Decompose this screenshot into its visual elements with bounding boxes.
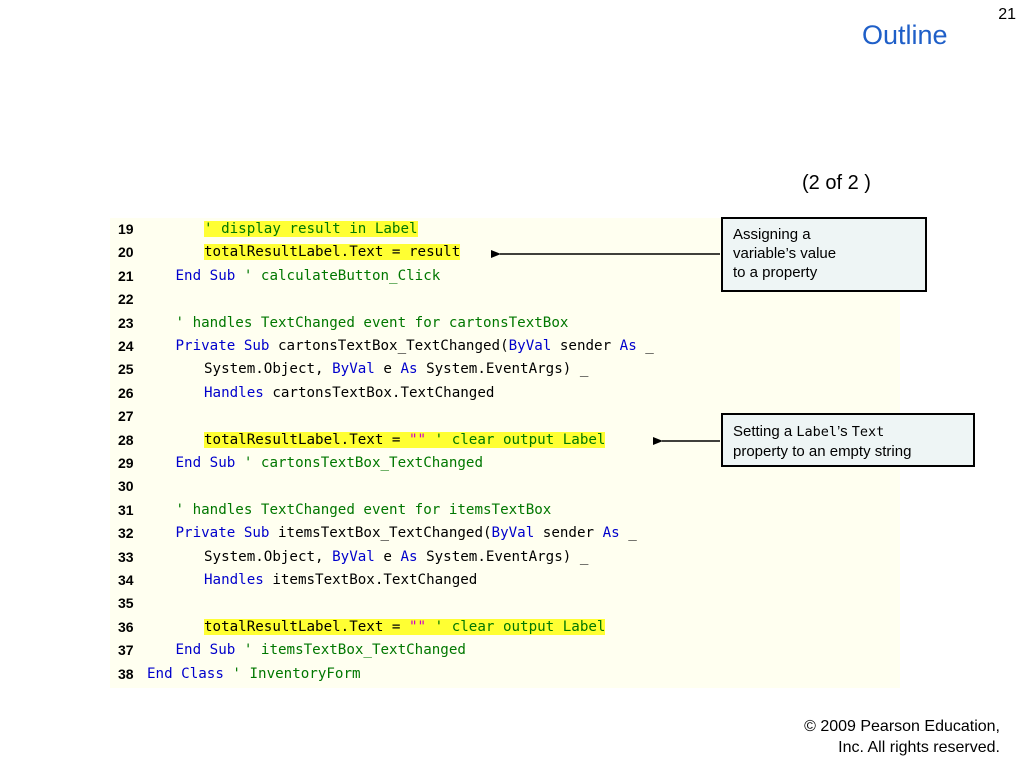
callout-text: Assigning a [733,226,811,243]
code-token: ' clear output Label [426,618,606,635]
line-number: 34 [118,572,134,588]
code-text: totalResultLabel.Text = "" ' clear outpu… [204,616,606,639]
code-token: ' display result in Label [204,221,418,237]
line-number: 31 [118,501,134,518]
callout-text: property to an empty string [733,443,912,460]
code-token: ' handles TextChanged event for itemsTex… [175,501,552,518]
line-number: 22 [118,291,134,308]
code-token: ByVal [491,525,543,542]
code-token: ByVal [508,338,560,354]
callout-line: Setting a Label’s Text [733,422,963,442]
code-text: Private Sub itemsTextBox_TextChanged(ByV… [176,522,637,545]
code-text: End Class ' InventoryForm [147,663,361,686]
code-text: ' handles TextChanged event for itemsTex… [176,499,552,522]
copyright-line: © 2009 Pearson Education, [804,718,1000,735]
callout-code-text: Text [851,424,885,440]
code-token: As [400,361,427,378]
line-number: 27 [118,408,134,425]
code-token: Handles [204,384,273,401]
line-number: 38 [118,665,134,682]
line-number: 36 [118,618,134,635]
line-number: 28 [118,431,134,448]
code-token: Handles [204,572,273,588]
line-number: 30 [118,478,134,495]
code-token: Private Sub [175,525,278,542]
code-text: End Sub ' cartonsTextBox_TextChanged [176,452,484,475]
code-token: ' handles TextChanged event for cartonsT… [175,314,569,331]
line-number: 19 [118,221,134,237]
code-token: sender [542,525,603,542]
copyright: © 2009 Pearson Education, Inc. All right… [785,716,1000,758]
slide-number: 21 [998,6,1016,23]
code-token: As [400,548,427,565]
line-number: 20 [118,244,134,261]
code-text: System.Object, ByVal e As System.EventAr… [204,358,588,381]
callout-text: variable’s value [733,245,837,262]
code-token: ByVal [332,361,384,378]
callout-assigning-variable: Assigning a variable’s value to a proper… [721,217,927,292]
line-number: 29 [118,455,134,471]
code-token: ' InventoryForm [232,665,361,682]
code-text: System.Object, ByVal e As System.EventAr… [204,546,588,569]
callout-code-label: Label [796,424,838,440]
code-token: e [383,361,401,378]
code-text: totalResultLabel.Text = "" ' clear outpu… [204,429,606,452]
code-token: System.EventArgs) _ [426,548,589,565]
code-token: System.Object, [204,548,333,565]
line-number: 32 [118,525,134,542]
page-indicator: (2 of 2 ) [802,172,871,194]
code-token: totalResultLabel.Text = [204,618,409,635]
code-token: System.Object, [204,361,333,378]
code-text: totalResultLabel.Text = result [204,241,461,264]
code-token: _ [628,525,637,542]
code-token: ' itemsTextBox_TextChanged [243,642,466,659]
outline-title: Outline [862,20,948,50]
code-token: End Sub [175,642,244,659]
code-token: _ [645,338,654,354]
code-token: End Sub [175,267,244,284]
code-token: sender [559,338,620,354]
code-token: As [619,338,646,354]
code-text: Handles cartonsTextBox.TextChanged [204,382,494,405]
line-number: 23 [118,314,134,331]
code-token: itemsTextBox_TextChanged( [278,525,492,542]
code-text: ' display result in Label [204,218,418,241]
code-token: "" [409,618,427,635]
code-token: ' calculateButton_Click [243,267,441,284]
callout-empty-string: Setting a Label’s Text property to an em… [721,413,975,467]
code-token: cartonsTextBox_TextChanged( [278,338,509,354]
line-number: 33 [118,548,134,565]
line-number: 25 [118,361,134,378]
code-token: ByVal [332,548,384,565]
code-text: Handles itemsTextBox.TextChanged [204,569,477,592]
code-token: itemsTextBox.TextChanged [272,572,478,588]
line-number: 24 [118,338,134,354]
code-token: totalResultLabel.Text = result [204,244,461,261]
code-token: "" [409,431,427,448]
code-token: ' cartonsTextBox_TextChanged [243,455,484,471]
callout-text: to a property [733,264,818,281]
code-token: System.EventArgs) _ [426,361,589,378]
code-token: As [602,525,629,542]
code-token: e [383,548,401,565]
code-text: End Sub ' calculateButton_Click [176,265,441,288]
copyright-line: Inc. All rights reserved. [838,739,1000,756]
code-token: Private Sub [175,338,278,354]
code-token: End Class [147,665,233,682]
code-text: End Sub ' itemsTextBox_TextChanged [176,639,466,662]
code-text: ' handles TextChanged event for cartonsT… [176,312,569,335]
code-token: totalResultLabel.Text = [204,431,409,448]
code-token: End Sub [175,455,244,471]
code-token: ' clear output Label [426,431,606,448]
code-token: cartonsTextBox.TextChanged [272,384,495,401]
line-number: 26 [118,384,134,401]
callout-text: ’s [837,423,852,440]
code-text: Private Sub cartonsTextBox_TextChanged(B… [176,335,654,358]
callout-text: Setting a [733,423,797,440]
line-number: 21 [118,267,134,284]
line-number: 35 [118,595,134,612]
line-number: 37 [118,642,134,659]
